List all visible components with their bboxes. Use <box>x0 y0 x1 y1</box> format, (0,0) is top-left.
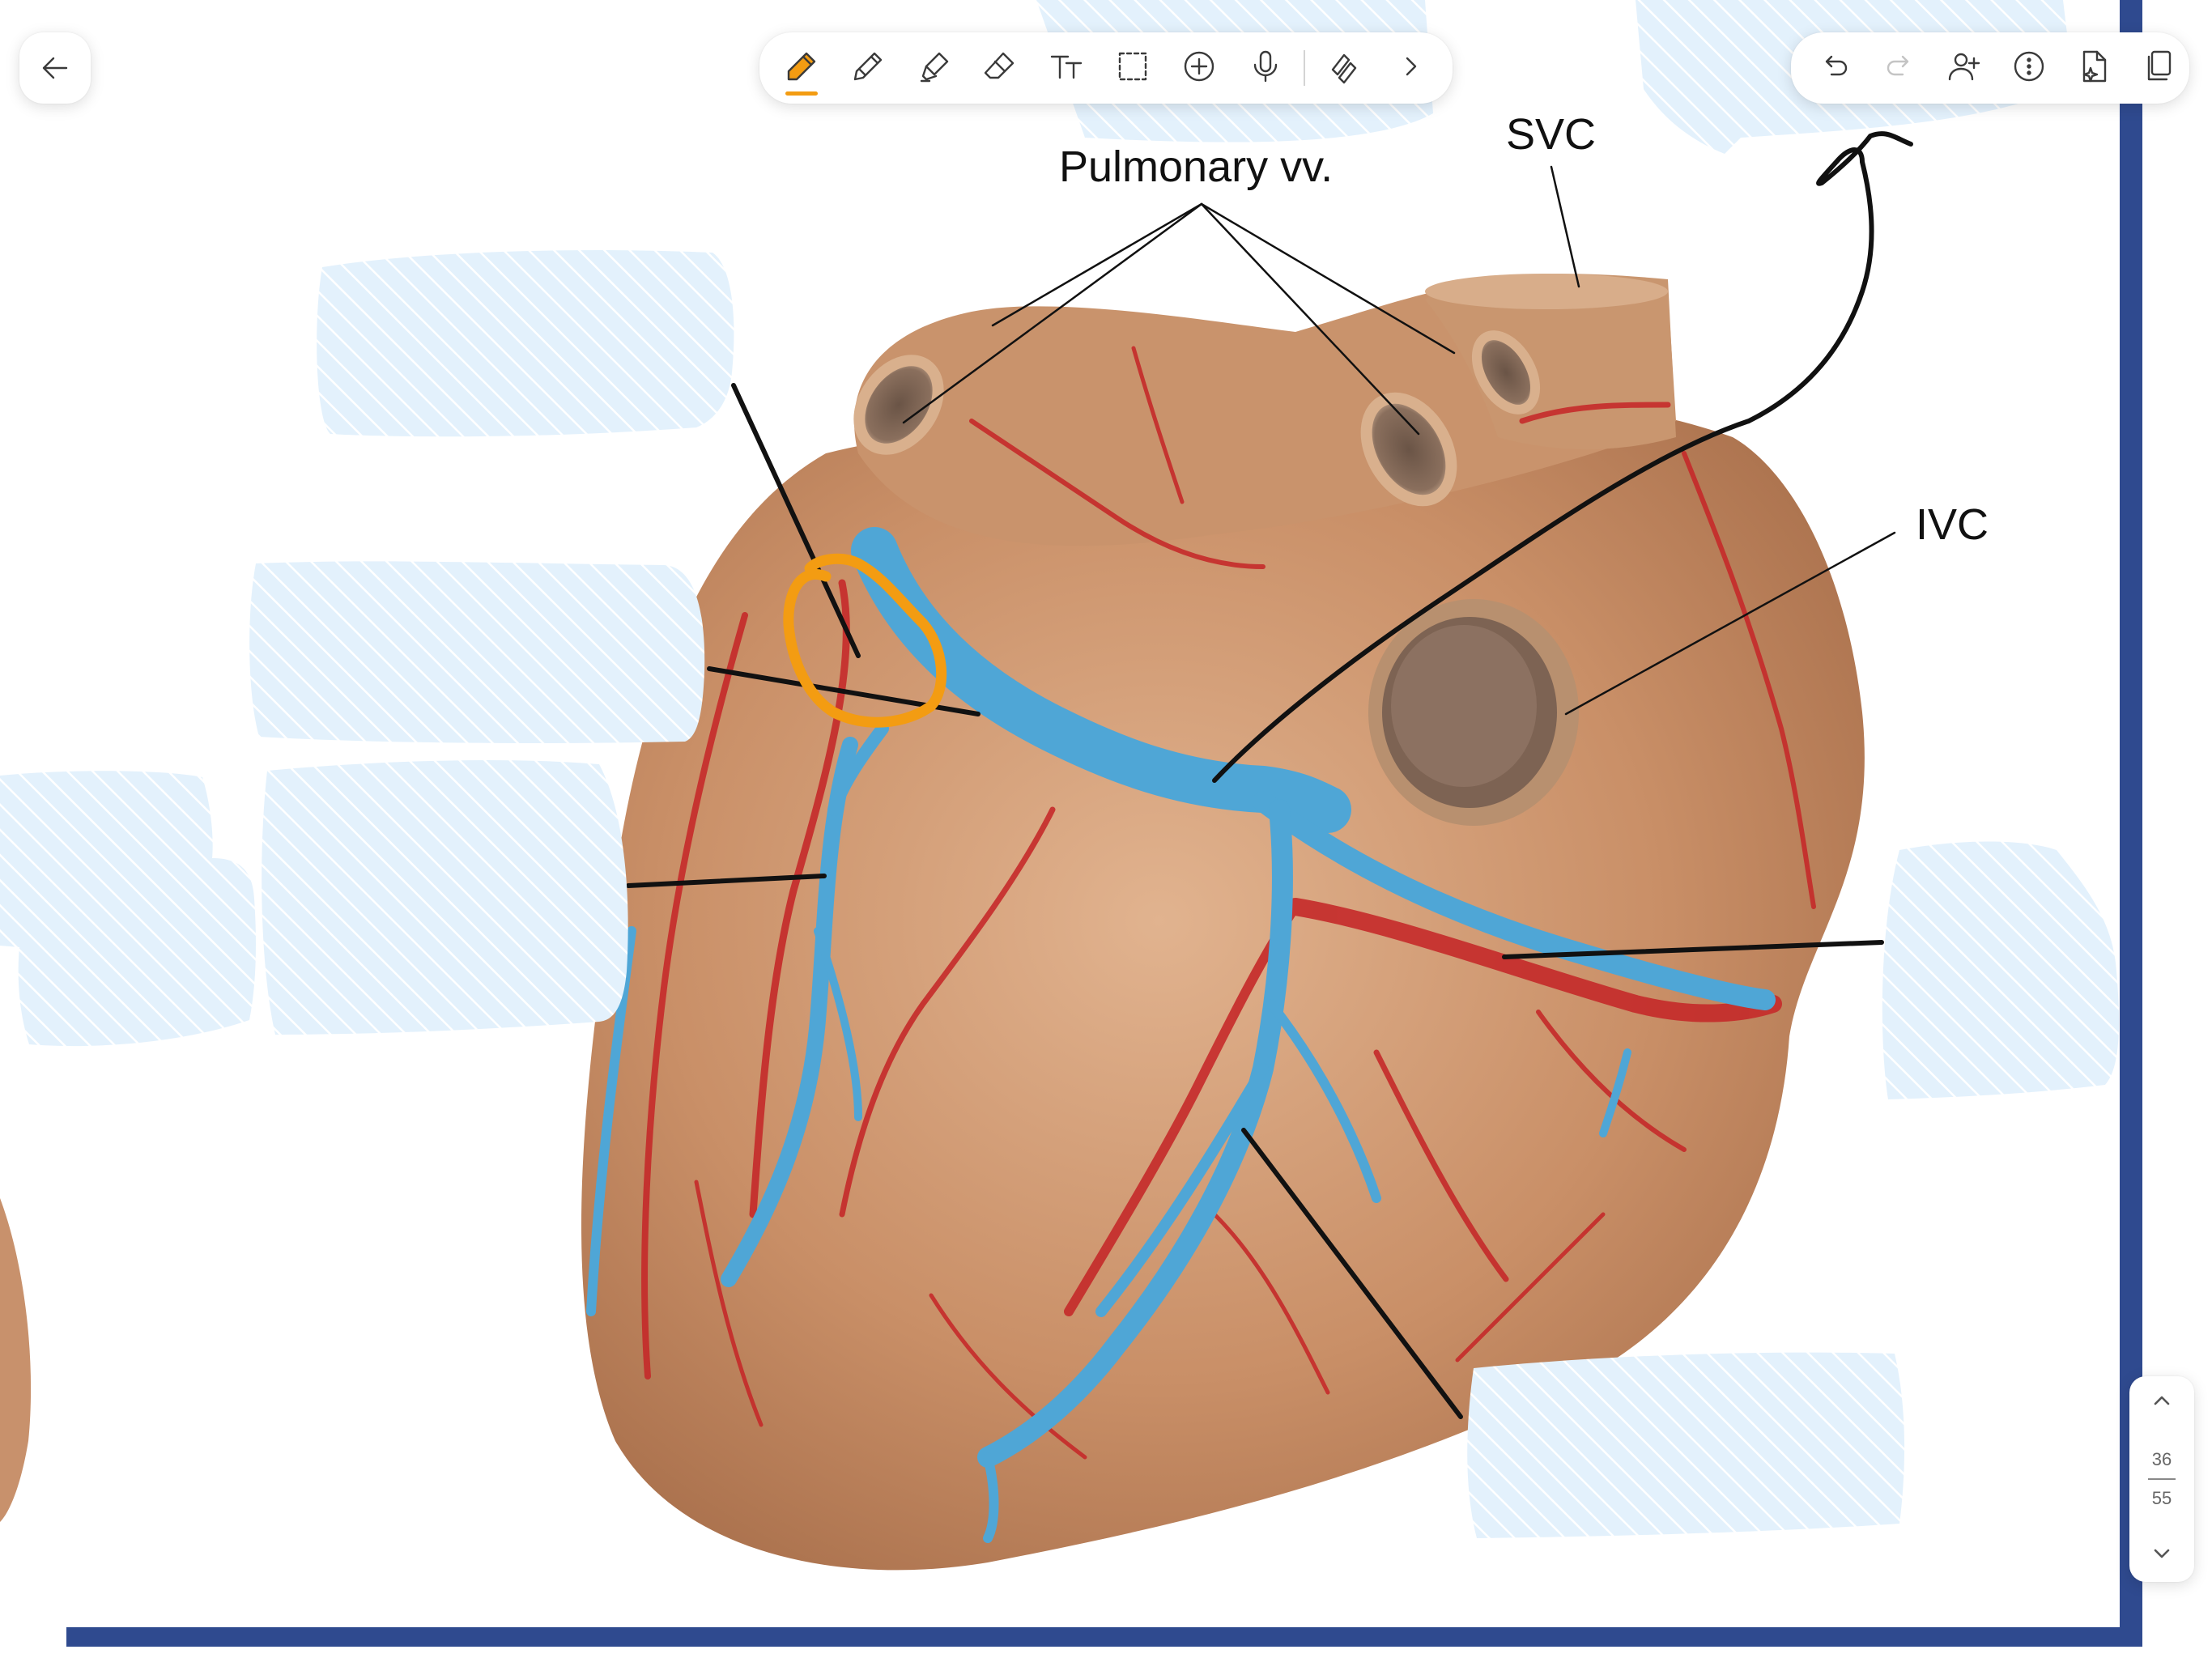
chevron-down-icon <box>2147 1549 2176 1571</box>
next-page-button[interactable] <box>2147 1539 2176 1572</box>
microphone-icon <box>1246 47 1285 90</box>
pen-icon <box>782 47 821 90</box>
active-tool-indicator <box>785 91 818 96</box>
label-mask[interactable] <box>1882 841 2120 1100</box>
shape-tool-button[interactable] <box>1312 36 1376 100</box>
pencil-tool-button[interactable] <box>836 36 900 100</box>
more-tools-button[interactable] <box>1378 36 1443 100</box>
page-sparkle-icon <box>2074 47 2113 90</box>
eraser-icon <box>981 47 1019 90</box>
plus-circle-icon <box>1180 47 1219 90</box>
page-navigator: 36 55 <box>2129 1376 2194 1582</box>
actions-toolbar <box>1791 32 2189 104</box>
label-mask[interactable] <box>0 771 256 1047</box>
leader-lines <box>626 165 1896 1419</box>
text-tool-button[interactable] <box>1034 36 1099 100</box>
label-mask[interactable] <box>249 561 705 743</box>
page-frame <box>66 0 2142 1647</box>
chevron-up-icon <box>2147 1396 2176 1418</box>
highlighter-icon <box>915 47 954 90</box>
heart-illustration <box>0 274 1865 1571</box>
tools-toolbar <box>759 32 1453 104</box>
pencil-icon <box>849 47 887 90</box>
export-button[interactable] <box>2061 36 2126 100</box>
svc-label: SVC <box>1506 110 1596 159</box>
chevron-right-icon <box>1391 47 1430 90</box>
label-mask[interactable] <box>317 250 734 437</box>
more-vertical-icon <box>2010 47 2048 90</box>
share-button[interactable] <box>1932 36 1997 100</box>
total-pages: 55 <box>2151 1488 2172 1508</box>
pen-tool-button[interactable] <box>769 36 834 100</box>
pages-button[interactable] <box>2126 36 2191 100</box>
redo-icon <box>1880 47 1919 90</box>
current-page: 36 <box>2151 1449 2172 1469</box>
lasso-select-icon <box>1113 47 1152 90</box>
pulmonary-veins-label: Pulmonary vv. <box>1059 142 1333 191</box>
toolbar-separator <box>1304 50 1306 86</box>
back-button[interactable] <box>19 32 91 104</box>
label-mask[interactable] <box>262 759 628 1035</box>
arrow-left-icon <box>23 36 87 100</box>
add-person-icon <box>1945 47 1984 90</box>
text-tool-icon <box>1047 47 1086 90</box>
label-masks[interactable] <box>0 0 2120 1538</box>
page-divider <box>2148 1478 2176 1480</box>
record-audio-button[interactable] <box>1233 36 1298 100</box>
more-options-button[interactable] <box>1997 36 2061 100</box>
shape-tool-icon <box>1325 47 1363 90</box>
previous-page-button[interactable] <box>2147 1386 2176 1419</box>
undo-icon <box>1815 47 1854 90</box>
pages-icon <box>2139 47 2178 90</box>
handwritten-arrow <box>1212 131 1913 783</box>
eraser-tool-button[interactable] <box>968 36 1032 100</box>
redo-button[interactable] <box>1867 36 1932 100</box>
undo-button[interactable] <box>1802 36 1867 100</box>
highlighter-tool-button[interactable] <box>902 36 967 100</box>
highlight-circle <box>783 553 947 728</box>
page-counter: 36 55 <box>2148 1451 2176 1507</box>
lasso-tool-button[interactable] <box>1100 36 1165 100</box>
ivc-label: IVC <box>1916 500 1989 549</box>
add-element-button[interactable] <box>1167 36 1231 100</box>
label-mask[interactable] <box>1467 1352 1905 1538</box>
